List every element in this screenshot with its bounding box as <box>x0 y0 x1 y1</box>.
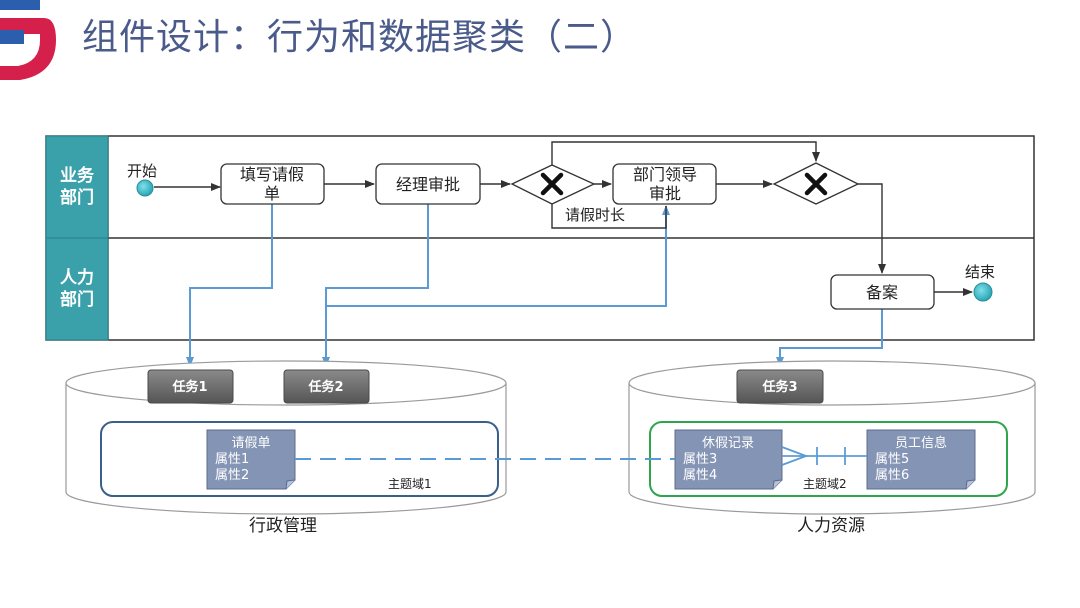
database-hr-caption: 人力资源 <box>797 516 865 536</box>
subject-domain-2-label: 主题域2 <box>803 477 847 491</box>
entity-leave-form-name: 请假单 <box>231 436 270 451</box>
entity-leave-form-attr2: 属性2 <box>215 468 249 483</box>
link-archive-to-task3 <box>776 308 883 367</box>
task-dept-leader-approval: 部门领导 审批 <box>612 163 717 205</box>
entity-leave-record-attr1: 属性3 <box>683 452 717 467</box>
end-label: 结束 <box>965 263 995 281</box>
end-event <box>973 282 993 302</box>
entity-leave-record: 休假记录 属性3 属性4 <box>674 429 783 490</box>
relationship-one-to-many <box>781 446 867 466</box>
flow-gateway1-condition <box>551 204 667 229</box>
link-manager-to-task2 <box>322 204 429 367</box>
task-badge-3: 任务3 <box>736 369 824 404</box>
database-admin-caption: 行政管理 <box>249 516 317 536</box>
lane-header-hr <box>45 237 109 341</box>
task-fill-form-line1: 填写请假 <box>240 165 304 184</box>
task-badge-1-label: 任务1 <box>171 379 207 395</box>
flow-gateway2-to-archive <box>858 183 886 274</box>
task-dept-leader-line2: 审批 <box>649 184 681 203</box>
start-label: 开始 <box>127 162 157 180</box>
task-dept-leader-line1: 部门领导 <box>633 165 697 184</box>
lane-label-hr-line1: 人力 <box>60 267 94 288</box>
exclusive-gateway-1 <box>510 164 596 205</box>
task-badge-1: 任务1 <box>147 369 234 404</box>
entity-leave-form: 请假单 属性1 属性2 <box>206 429 296 490</box>
lane-header-business <box>45 135 109 239</box>
link-task2-to-leader <box>326 205 670 307</box>
task-manager-approval: 经理审批 <box>375 163 481 205</box>
flow-gateway1-bypass <box>551 141 820 165</box>
entity-leave-record-name: 休假记录 <box>702 436 754 451</box>
exclusive-gateway-2 <box>772 162 860 205</box>
link-fill-form-to-task1 <box>186 204 273 367</box>
lane-label-business-line2: 部门 <box>60 187 94 208</box>
subject-domain-1-label: 主题域1 <box>388 477 432 491</box>
task-archive-label: 备案 <box>866 283 898 302</box>
lane-label-business-line1: 业务 <box>60 165 95 186</box>
condition-label: 请假时长 <box>565 206 625 224</box>
entity-employee-info: 员工信息 属性5 属性6 <box>866 429 976 490</box>
entity-leave-form-attr1: 属性1 <box>215 452 249 467</box>
lane-label-hr-line2: 部门 <box>60 289 94 310</box>
slide-title: 组件设计：行为和数据聚类（二） <box>82 17 638 58</box>
database-admin: 请假单 属性1 属性2 主题域1 任务1 任务2 行政管理 <box>65 360 507 536</box>
entity-employee-info-name: 员工信息 <box>895 435 947 451</box>
flow-arrows <box>154 141 973 296</box>
task-fill-form: 填写请假 单 <box>220 163 325 205</box>
entity-employee-info-attr1: 属性5 <box>875 452 909 467</box>
task-badge-2: 任务2 <box>283 369 370 404</box>
entity-leave-record-attr2: 属性4 <box>683 468 717 483</box>
logo-mark <box>0 0 56 80</box>
task-manager-approval-label: 经理审批 <box>396 175 460 194</box>
task-archive: 备案 <box>830 274 935 310</box>
entity-employee-info-attr2: 属性6 <box>875 468 909 483</box>
start-event <box>136 179 154 197</box>
database-hr: 休假记录 属性3 属性4 员工信息 属性5 属性6 主题域2 任务3 人力资源 <box>628 360 1036 536</box>
task-badge-2-label: 任务2 <box>307 379 343 395</box>
task-badge-3-label: 任务3 <box>761 379 797 395</box>
task-fill-form-line2: 单 <box>264 184 280 203</box>
